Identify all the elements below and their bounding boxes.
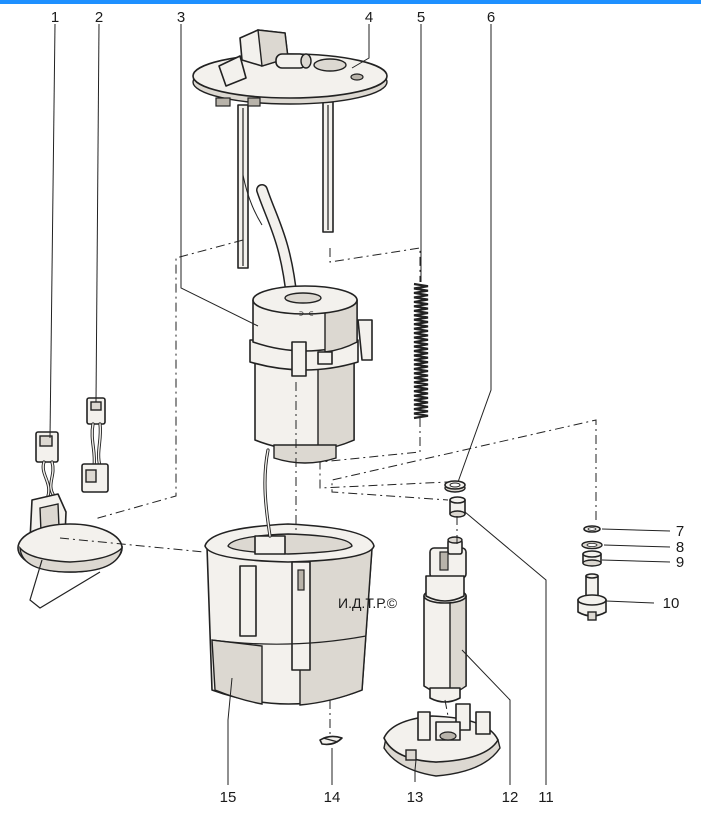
svg-text:⊃-⊂: ⊃-⊂	[299, 309, 314, 318]
callout-15: 15	[220, 789, 237, 806]
part-2-wire-harness	[81, 397, 109, 493]
part-14-clip	[319, 735, 343, 746]
callout-2: 2	[95, 9, 103, 26]
part-4-flange-cover	[192, 29, 388, 269]
part-13-pump-cover	[383, 703, 501, 777]
part-6-seal-ring	[444, 480, 466, 493]
callout-7: 7	[676, 523, 684, 540]
callout-4: 4	[365, 9, 373, 26]
part-10-check-valve	[577, 573, 607, 621]
copyright-mark: И.Д.Т.Р.©	[338, 595, 398, 611]
part-12-fuel-pump	[423, 536, 467, 703]
callout-3: 3	[177, 9, 185, 26]
callout-12: 12	[502, 789, 519, 806]
part-15-reservoir	[204, 523, 375, 706]
fuel-hose	[242, 174, 298, 306]
callout-numbers: 1 2 3 4 5 6 7 8 9 10 11 12 13 14 15	[51, 9, 684, 806]
callout-5: 5	[417, 9, 425, 26]
callout-14: 14	[324, 789, 341, 806]
callout-10: 10	[663, 595, 680, 612]
callout-1: 1	[51, 9, 59, 26]
leader-lines	[49, 23, 671, 785]
assembly-lines	[59, 239, 597, 736]
part-7-o-ring	[583, 525, 601, 533]
callout-8: 8	[676, 539, 684, 556]
callout-9: 9	[676, 554, 684, 571]
callout-13: 13	[407, 789, 424, 806]
part-1-level-sender	[17, 431, 124, 609]
callout-11: 11	[538, 789, 554, 806]
top-accent-rule	[0, 0, 701, 4]
part-8-washer	[581, 540, 603, 550]
part-11-sleeve	[449, 496, 466, 518]
callout-6: 6	[487, 9, 495, 26]
part-9-bushing	[582, 550, 602, 567]
part-3-module-housing: ⊃-⊂	[249, 285, 373, 464]
part-5-spring	[413, 282, 429, 420]
